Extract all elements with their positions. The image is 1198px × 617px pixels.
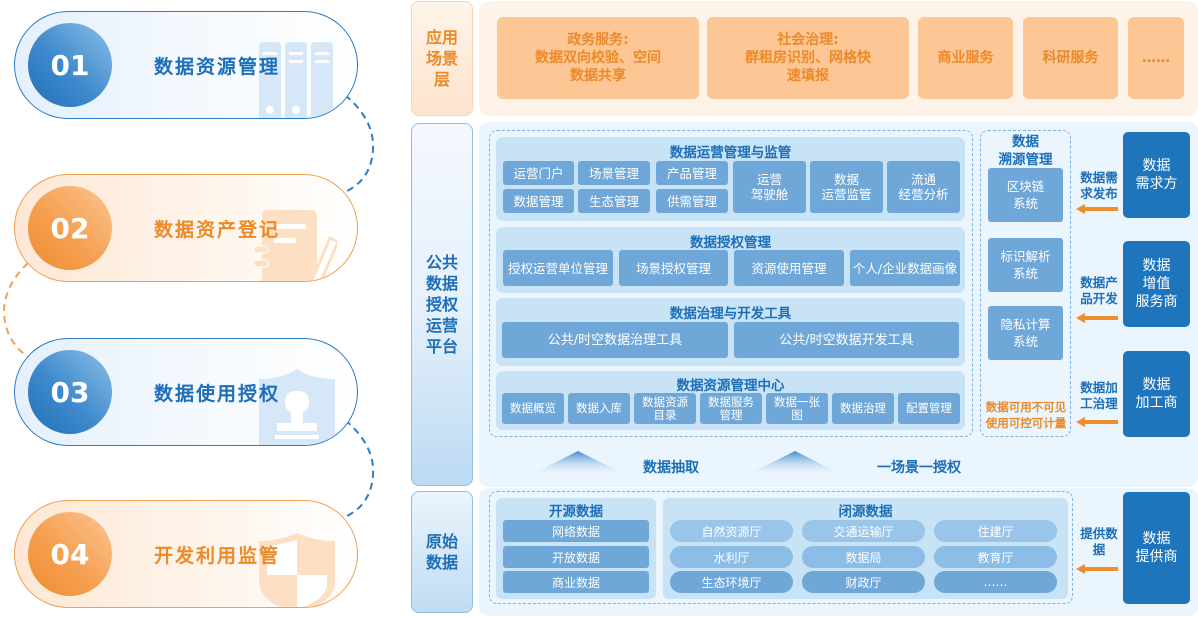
layer-label-application: 应用 场景 层 — [411, 1, 473, 116]
arrow-left-icon — [1076, 417, 1118, 427]
step-label: 数据资源管理 — [154, 55, 281, 78]
ops-cell[interactable]: 生态管理 — [578, 189, 650, 213]
trace-blockchain[interactable]: 区块链 系统 — [988, 168, 1063, 222]
layer-label-raw-data: 原始 数据 — [411, 491, 473, 613]
layer-label-platform: 公共 数据 授权 运营 平台 — [411, 123, 473, 486]
up-arrow-icon — [745, 451, 845, 476]
flow-label-demand: 数据需 求发布 — [1080, 170, 1118, 201]
open-source-title: 开源数据 — [549, 504, 603, 520]
flow-label-provide-data: 提供数 据 — [1080, 526, 1118, 557]
step-number: 01 — [28, 23, 112, 107]
platform-main-dashed-group — [489, 130, 973, 437]
step-number: 04 — [28, 512, 112, 596]
flow-label-processing: 数据加 工治理 — [1080, 380, 1118, 411]
ops-cell[interactable]: 数据管理 — [503, 189, 574, 213]
closed-source-item[interactable]: 水利厅 — [670, 546, 793, 568]
auth-cell[interactable]: 场景授权管理 — [619, 250, 728, 286]
flow-label-scenario-auth: 一场景一授权 — [877, 460, 961, 476]
closed-source-item[interactable]: 交通运输厅 — [802, 520, 925, 542]
section-title: 数据运营管理与监管 — [669, 145, 792, 161]
closed-source-item[interactable]: 数据局 — [802, 546, 925, 568]
auth-cell[interactable]: 个人/企业数据画像 — [850, 250, 960, 286]
section-operations: 数据运营管理与监管 — [496, 137, 965, 221]
dashed-connector-1-2 — [344, 94, 375, 193]
closed-source-item[interactable]: 教育厅 — [934, 546, 1057, 568]
section-title: 数据授权管理 — [690, 235, 771, 251]
resource-cell[interactable]: 数据入库 — [568, 393, 630, 424]
step-number: 02 — [28, 186, 112, 270]
ops-cell[interactable]: 场景管理 — [578, 161, 650, 185]
tools-cell[interactable]: 公共/时空数据治理工具 — [502, 322, 728, 358]
layer-label-text: 应用 场景 层 — [425, 28, 458, 89]
tools-cell[interactable]: 公共/时空数据开发工具 — [734, 322, 959, 358]
closed-source-item[interactable]: 财政厅 — [802, 571, 925, 593]
trace-dashed-group — [980, 130, 1071, 437]
resource-cell[interactable]: 配置管理 — [898, 393, 960, 424]
layer-label-text: 公共 数据 授权 运营 平台 — [425, 253, 458, 356]
scenario-commercial[interactable]: 商业服务 — [918, 17, 1013, 99]
resource-cell[interactable]: 数据一张 图 — [766, 393, 828, 424]
scenario-research[interactable]: 科研服务 — [1023, 17, 1118, 99]
step-data-resource-management[interactable]: 01 数据资源管理 — [14, 11, 358, 119]
closed-source-item[interactable]: …… — [934, 571, 1057, 593]
arrow-left-icon — [1076, 204, 1118, 214]
dashed-connector-2-3 — [2, 262, 29, 358]
step-number: 03 — [28, 350, 112, 434]
dashed-connector-3-4 — [344, 419, 375, 518]
arrow-left-icon — [1076, 564, 1118, 574]
resource-cell[interactable]: 数据概览 — [502, 393, 564, 424]
resource-cell[interactable]: 数据治理 — [832, 393, 894, 424]
actor-data-provider[interactable]: 数据 提供商 — [1123, 492, 1190, 604]
closed-source-title: 闭源数据 — [838, 504, 893, 520]
ops-cell[interactable]: 供需管理 — [656, 189, 728, 213]
ops-cell-large[interactable]: 运营 驾驶舱 — [733, 161, 806, 213]
up-arrow-icon — [528, 451, 628, 476]
ops-cell[interactable]: 产品管理 — [656, 161, 728, 185]
scenario-social-governance[interactable]: 社会治理: 群租房识别、网格快 速填报 — [707, 17, 909, 99]
flow-label-extraction: 数据抽取 — [643, 460, 699, 476]
scenario-gov-services[interactable]: 政务服务: 数据双向校验、空间 数据共享 — [497, 17, 699, 99]
arrow-left-icon — [1076, 313, 1118, 323]
open-source-item[interactable]: 网络数据 — [503, 520, 649, 542]
shield-stamp-icon — [259, 369, 335, 445]
step-label: 开发利用监管 — [154, 544, 281, 567]
step-label: 数据使用授权 — [154, 382, 281, 405]
ops-cell[interactable]: 运营门户 — [503, 161, 574, 185]
raw-dashed-group — [489, 491, 1073, 604]
closed-source-item[interactable]: 生态环境厅 — [670, 571, 793, 593]
closed-source-item[interactable]: 住建厅 — [934, 520, 1057, 542]
binders-icon — [259, 42, 333, 118]
layer-label-text: 原始 数据 — [425, 532, 458, 572]
step-data-use-authorization[interactable]: 03 数据使用授权 — [14, 338, 358, 446]
auth-cell[interactable]: 授权运营单位管理 — [503, 250, 613, 286]
section-title: 数据治理与开发工具 — [669, 306, 792, 322]
trace-title: 数据 溯源管理 — [998, 134, 1053, 168]
scenario-more[interactable]: …… — [1128, 17, 1184, 99]
resource-cell[interactable]: 数据服务 管理 — [700, 393, 762, 424]
ops-cell-large[interactable]: 数据 运营监管 — [810, 161, 883, 213]
flow-label-product-dev: 数据产 品开发 — [1080, 275, 1118, 306]
actor-data-demander[interactable]: 数据 需求方 — [1123, 132, 1190, 218]
closed-source-item[interactable]: 自然资源厅 — [670, 520, 793, 542]
auth-cell[interactable]: 资源使用管理 — [734, 250, 844, 286]
step-development-use-supervision[interactable]: 04 开发利用监管 — [14, 500, 358, 608]
ops-cell-large[interactable]: 流通 经营分析 — [887, 161, 960, 213]
trace-identifier-resolution[interactable]: 标识解析 系统 — [988, 238, 1063, 292]
trace-note: 数据可用不可见 使用可控可计量 — [985, 400, 1067, 430]
section-title: 数据资源管理中心 — [676, 378, 785, 394]
step-data-asset-registration[interactable]: 02 数据资产登记 — [14, 174, 358, 282]
notepad-pencil-icon — [253, 210, 337, 281]
trace-privacy-computing[interactable]: 隐私计算 系统 — [988, 306, 1063, 360]
actor-data-processor[interactable]: 数据 加工商 — [1123, 351, 1190, 437]
resource-cell[interactable]: 数据资源 目录 — [634, 393, 696, 424]
open-source-item[interactable]: 商业数据 — [503, 571, 649, 593]
actor-value-added-provider[interactable]: 数据 增值 服务商 — [1123, 241, 1190, 327]
shield-check-icon — [259, 533, 335, 607]
step-label: 数据资产登记 — [154, 218, 281, 241]
open-source-item[interactable]: 开放数据 — [503, 546, 649, 568]
